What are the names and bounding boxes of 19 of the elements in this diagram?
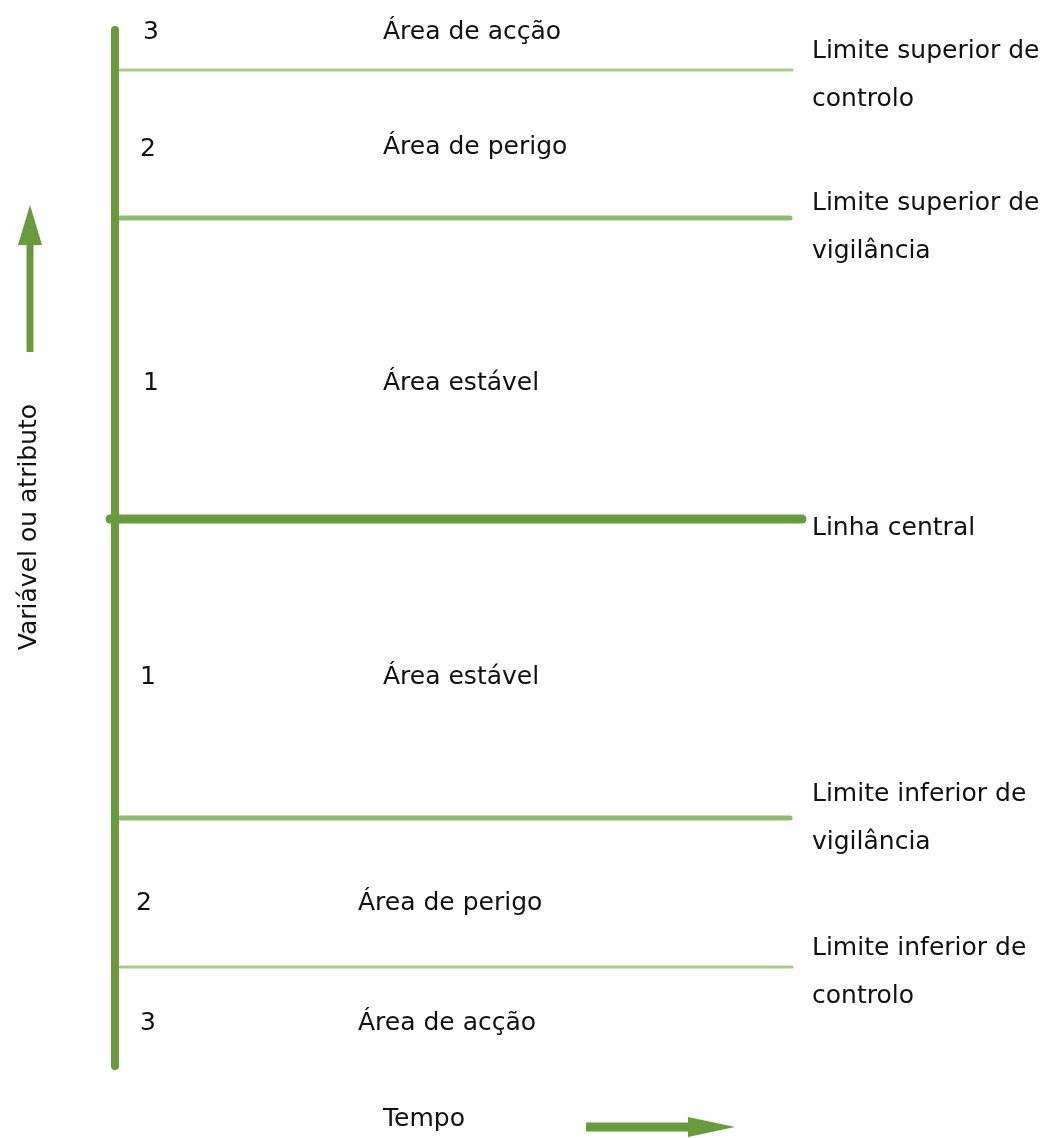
limit-label: Limite superior de controlo (812, 34, 1041, 114)
zone-label: Área estável (383, 366, 540, 398)
zone-number: 3 (140, 1006, 156, 1038)
limit-label: Limite superior de vigilância (812, 186, 1041, 266)
limit-label: Limite inferior de controlo (812, 931, 1028, 1011)
zone-label: Área de acção (383, 15, 562, 47)
zone-number: 1 (143, 366, 159, 398)
zone-number: 2 (140, 132, 156, 164)
zone-label: Área de perigo (383, 130, 568, 162)
zone-number: 1 (140, 660, 156, 692)
limit-label: Limite inferior de vigilância (812, 777, 1028, 857)
zone-number: 3 (143, 15, 159, 47)
zone-label: Área estável (383, 660, 540, 692)
zone-label: Área de perigo (358, 886, 543, 918)
axis-label: Variável ou atributo (12, 403, 43, 651)
axis-label: Tempo (383, 1102, 465, 1134)
zone-label: Área de acção (358, 1006, 537, 1038)
limit-label: Linha central (812, 511, 976, 543)
zone-number: 2 (136, 886, 152, 918)
